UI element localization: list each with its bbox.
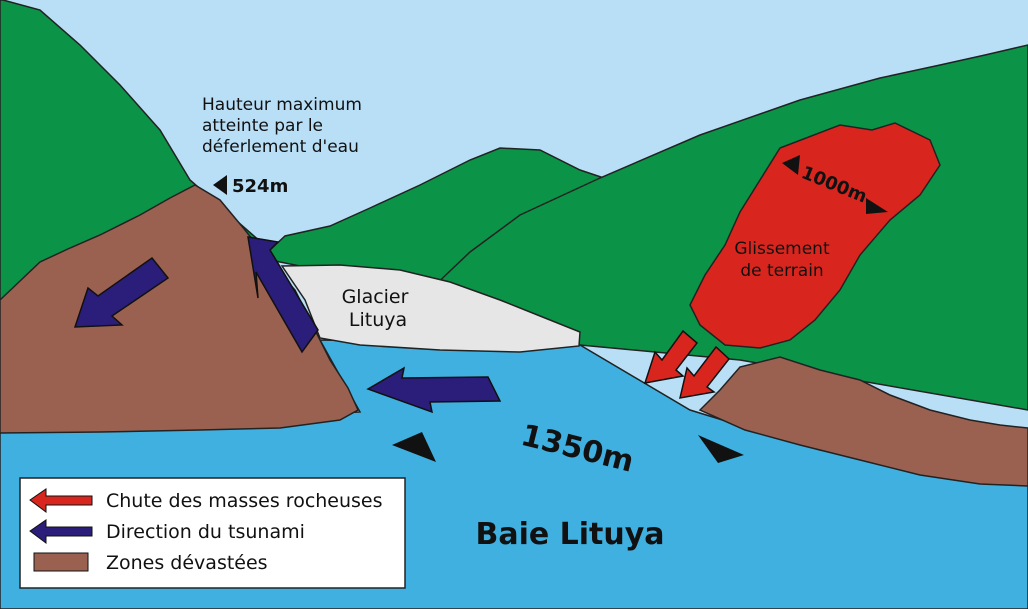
legend-tsunami-arrow-icon	[29, 519, 93, 544]
legend-devastated-swatch	[33, 552, 89, 572]
legend: Chute des masses rocheuses Direction du …	[19, 477, 406, 589]
lituya-glacier	[280, 264, 581, 353]
legend-devastated-label: Zones dévastées	[106, 552, 268, 574]
tsunami-arrow-bay-icon	[366, 366, 502, 414]
right-devastated-zone	[698, 356, 1028, 487]
rock-fall-arrow-2-icon	[679, 345, 731, 399]
tsunami-arrow-up-slope-icon	[247, 236, 319, 354]
legend-item-devastated: Zones dévastées	[33, 552, 268, 574]
glacier-label-line-1: Glacier	[342, 286, 409, 308]
landslide-label-line-2: de terrain	[740, 261, 823, 281]
max-height-line-2: atteinte par le	[202, 116, 323, 136]
legend-rock-fall-label: Chute des masses rocheuses	[106, 490, 383, 512]
landslide-label-line-1: Glissement	[734, 239, 830, 259]
slide-width-left-arrow-icon	[782, 155, 800, 175]
legend-rock-fall-arrow-icon	[29, 488, 93, 513]
landslide-zone	[689, 122, 941, 349]
max-height-line-3: déferlement d'eau	[202, 137, 359, 157]
height-marker-icon	[213, 175, 227, 195]
legend-item-tsunami: Direction du tsunami	[29, 519, 305, 544]
bay-width-right-arrow-icon	[698, 435, 744, 463]
left-devastated-zone	[0, 184, 359, 434]
glacier-label-line-2: Lituya	[349, 309, 407, 331]
slide-width-right-arrow-icon	[866, 198, 888, 214]
max-height-line-1: Hauteur maximum	[202, 95, 362, 115]
bay-name: Baie Lituya	[475, 517, 664, 552]
legend-tsunami-label: Direction du tsunami	[106, 521, 305, 543]
tsunami-arrow-left-slope-icon	[73, 256, 170, 328]
max-height-value: 524m	[232, 176, 288, 197]
rock-fall-arrow-1-icon	[643, 329, 699, 384]
legend-item-rock-fall: Chute des masses rocheuses	[29, 488, 383, 513]
bay-width-left-arrow-icon	[392, 432, 436, 462]
